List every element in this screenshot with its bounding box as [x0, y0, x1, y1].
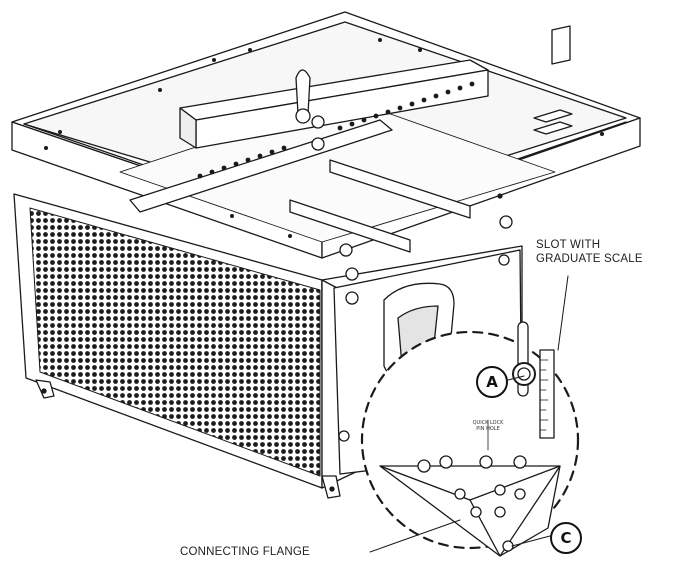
- badge-c: C: [550, 522, 582, 554]
- slot-callout-line-1: SLOT WITH: [536, 239, 601, 251]
- detail-circle: [360, 321, 580, 557]
- rail-holes: [44, 38, 604, 238]
- slot-callout-label: SLOT WITH GRADUATE SCALE: [536, 238, 643, 266]
- quick-lock-label: QUICK LOCK PIN HOLE: [468, 420, 508, 432]
- quick-lock-line-1: QUICK LOCK: [472, 420, 504, 426]
- feet: [35, 379, 341, 499]
- flange-callout-label: CONNECTING FLANGE: [180, 546, 310, 558]
- shackle: [295, 69, 325, 151]
- quick-lock-line-2: PIN HOLE: [476, 426, 500, 432]
- side-bolts: [338, 193, 513, 442]
- slot-callout-line-2: GRADUATE SCALE: [536, 253, 643, 265]
- badge-a: A: [476, 366, 508, 398]
- rails: [129, 59, 489, 253]
- leader-lines: [369, 275, 569, 553]
- right-brackets: [533, 25, 573, 135]
